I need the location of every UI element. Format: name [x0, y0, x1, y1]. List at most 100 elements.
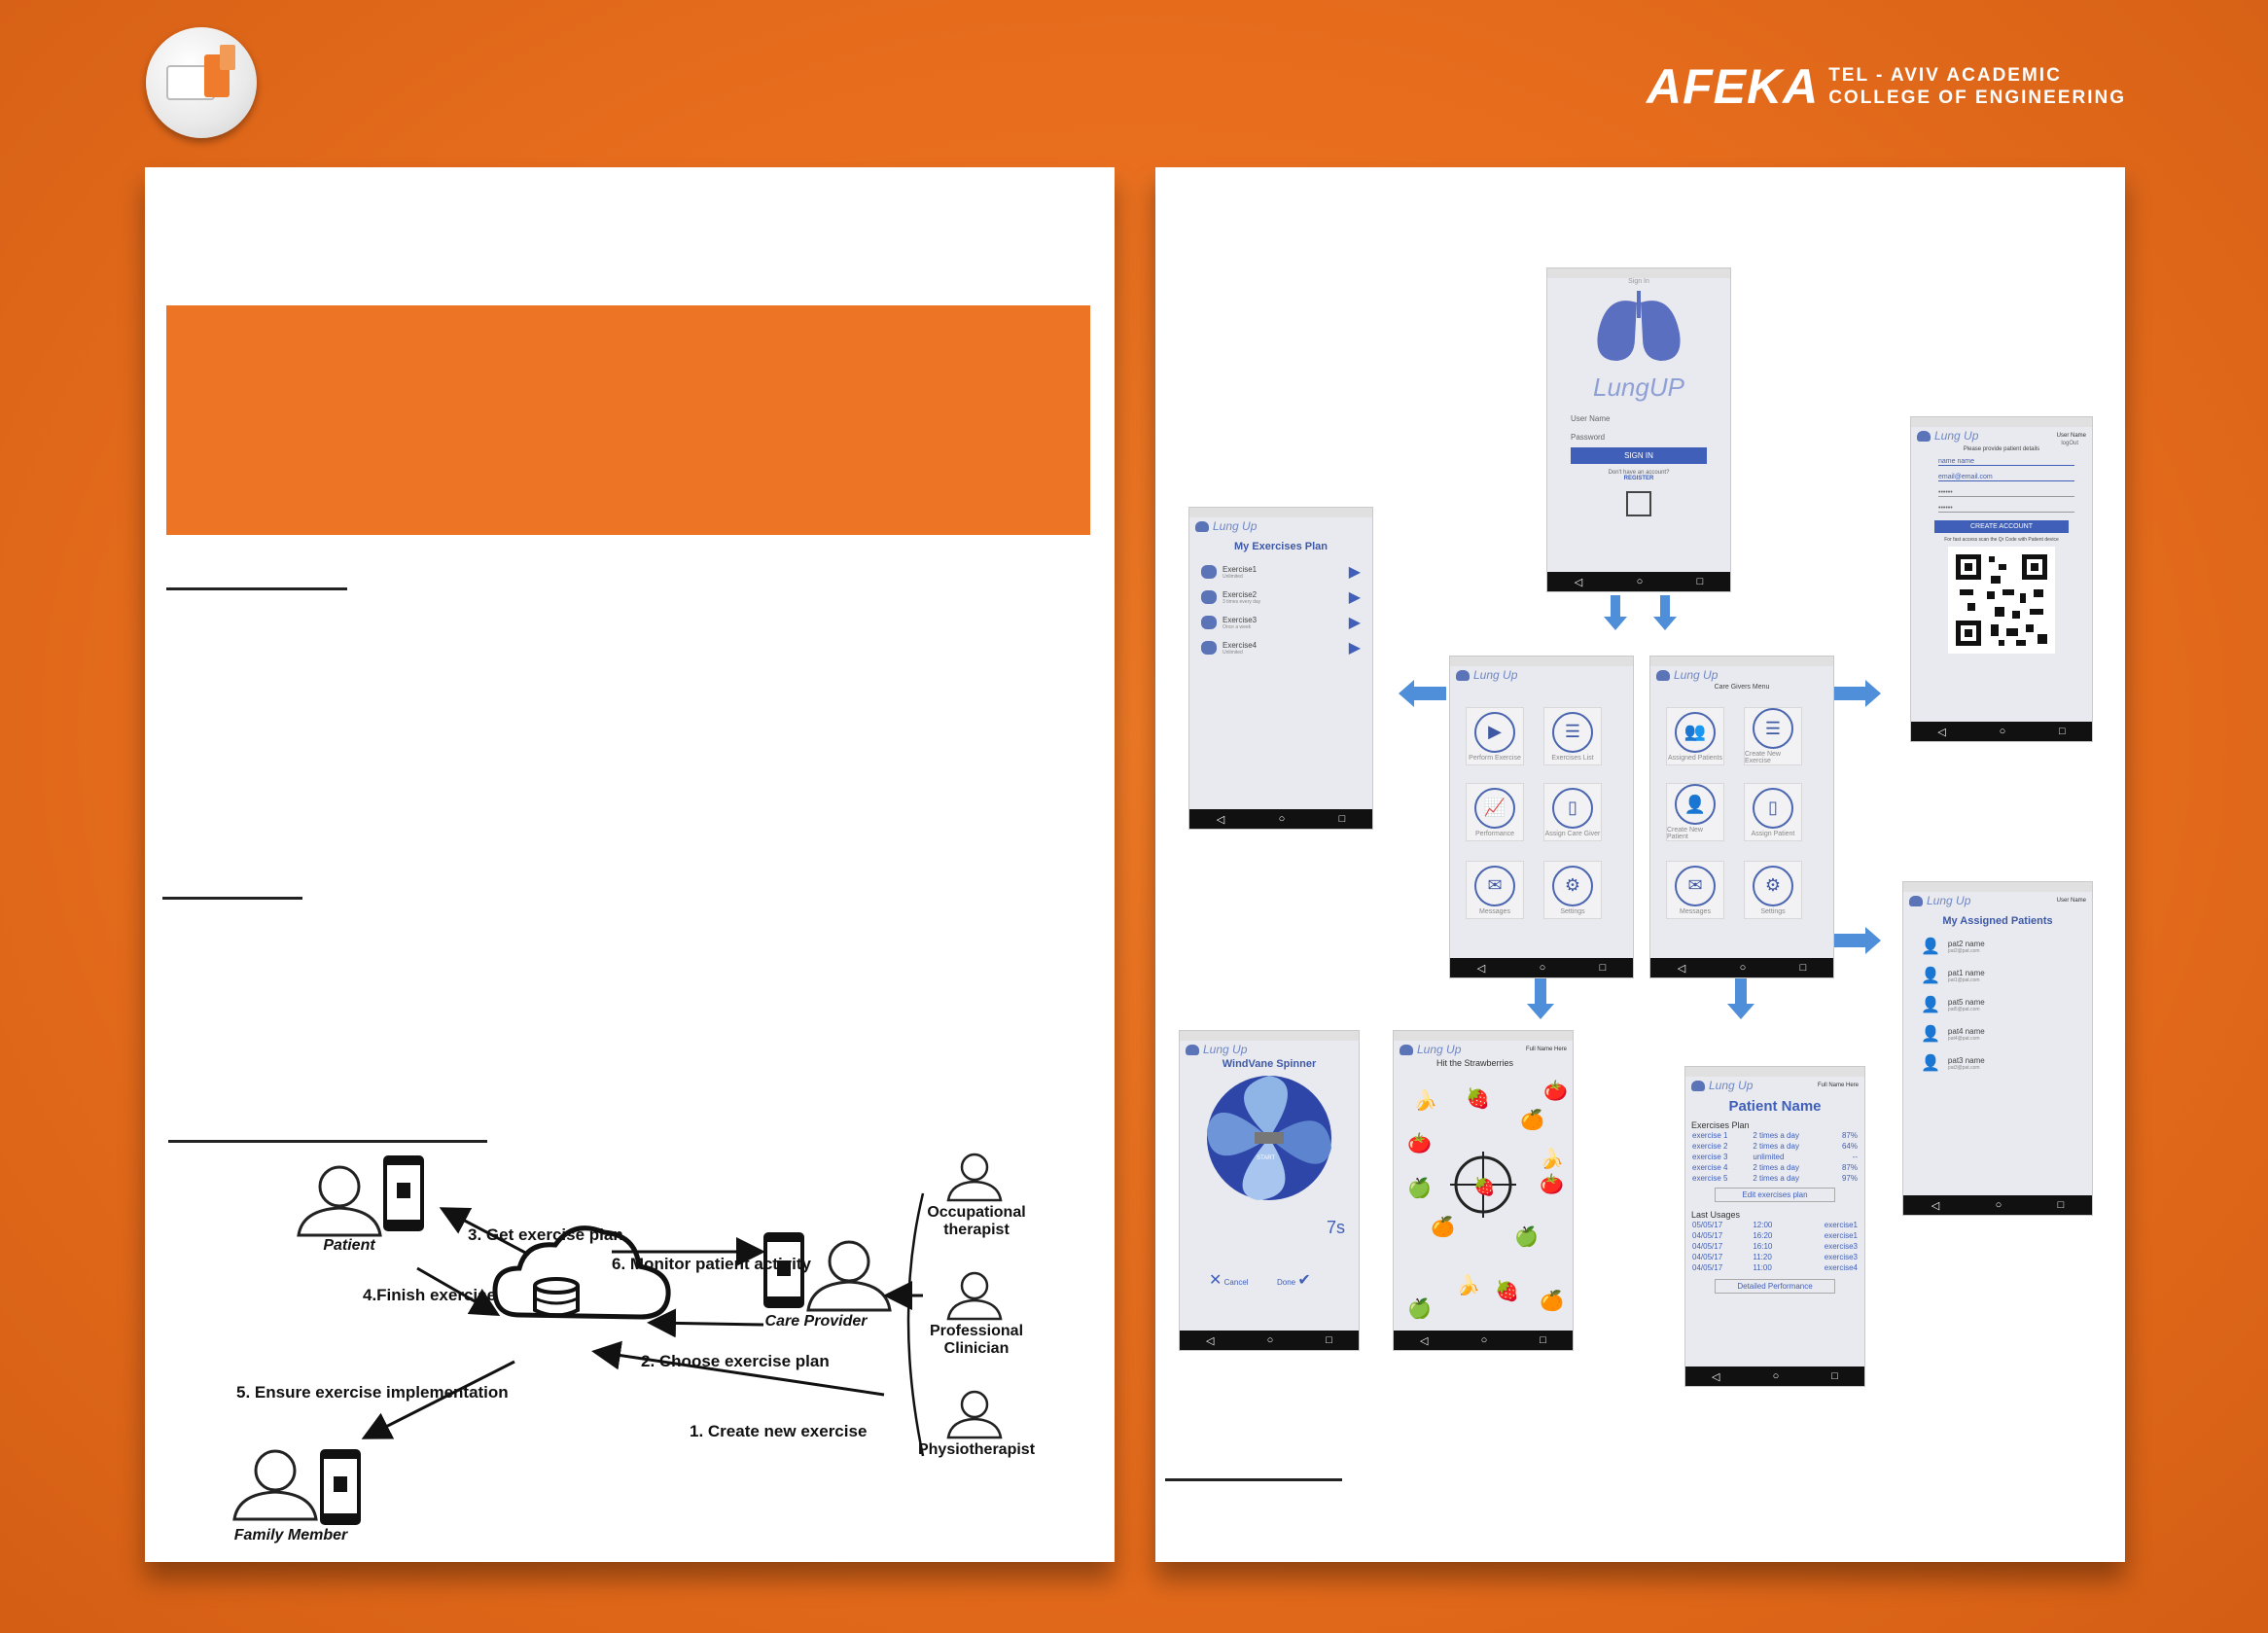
- qr-hint: For fast access scan the Qr Code with Pa…: [1944, 537, 2059, 543]
- tile-create-new-patient[interactable]: 👤Create New Patient: [1666, 783, 1724, 841]
- svg-text:🍓: 🍓: [1473, 1176, 1495, 1196]
- patient-name-title: Patient Name: [1728, 1098, 1822, 1115]
- android-nav-bar[interactable]: ◁○□: [1903, 1195, 2092, 1215]
- android-nav-bar[interactable]: ◁○□: [1394, 1331, 1573, 1350]
- section-heading-underline-4: [1165, 1478, 1342, 1481]
- detailed-performance-button[interactable]: Detailed Performance: [1715, 1279, 1835, 1294]
- person-icon: 👤: [1921, 939, 1940, 955]
- person-icon: 👤: [1921, 997, 1940, 1013]
- orange-icon: 🍊: [1520, 1108, 1545, 1131]
- person-icon: 👤: [1921, 1055, 1940, 1072]
- tile-messages[interactable]: ✉Messages: [1666, 861, 1724, 919]
- flow-arrow-head-4: [1727, 1004, 1754, 1019]
- flow-arrow-left-head: [1399, 680, 1414, 707]
- patient-email-field[interactable]: email@email.com: [1938, 474, 2074, 481]
- patient-person-icon: [297, 1155, 424, 1237]
- android-nav-bar[interactable]: ◁○□: [1180, 1331, 1359, 1350]
- professional-clinician-label: Professional Clinician: [913, 1323, 1040, 1358]
- close-icon: ✕: [1209, 1272, 1223, 1289]
- apple-icon: 🍏: [1407, 1296, 1432, 1320]
- home-icon: ○: [1636, 576, 1644, 587]
- exercise-freq: 3 times every day: [1223, 598, 1261, 605]
- back-icon: ◁: [1574, 576, 1583, 588]
- exercise-freq: Unlimited: [1223, 573, 1243, 580]
- flow-arrow-down-4: [1735, 978, 1747, 1006]
- gear-icon: ⚙: [1753, 865, 1793, 906]
- signin-username-field[interactable]: User Name: [1571, 414, 1611, 423]
- done-button[interactable]: Done ✔: [1277, 1272, 1311, 1289]
- android-nav-bar[interactable]: ◁○□: [1189, 809, 1372, 829]
- user-name-label: User Name: [2056, 433, 2086, 439]
- brand-label: Lung Up: [1203, 1043, 1248, 1056]
- tile-settings[interactable]: ⚙Settings: [1543, 861, 1602, 919]
- phone-icon: ▯: [1753, 787, 1793, 829]
- tile-perform-exercise[interactable]: ▶Perform Exercise: [1466, 707, 1524, 765]
- qr-scan-icon[interactable]: [1626, 491, 1651, 516]
- play-icon: ▶: [1348, 640, 1361, 657]
- user-name-label: User Name: [2056, 898, 2086, 904]
- app-logo-icon: [146, 27, 257, 138]
- patient-menu-screen: Lung Up ▶Perform Exercise ☰Exercises Lis…: [1449, 656, 1634, 978]
- physiotherapist-icon: [946, 1390, 1003, 1439]
- edit-plan-button[interactable]: Edit exercises plan: [1715, 1188, 1835, 1202]
- tomato-icon: 🍅: [1540, 1172, 1564, 1195]
- game-board: 🍌 🍓 🍊 🍅 🍅 🍌 🍏 🍅 🍊 🍏 🍌 🍓 🍊 🍏 🍓: [1407, 1079, 1568, 1320]
- logout-link[interactable]: logOut: [2061, 441, 2078, 446]
- create-account-button[interactable]: CREATE ACCOUNT: [1934, 520, 2069, 533]
- left-panel: Patient Care Provider Family Member Occu…: [145, 167, 1115, 1562]
- tile-performance[interactable]: 📈Performance: [1466, 783, 1524, 841]
- banana-icon: 🍌: [1456, 1273, 1480, 1296]
- tile-assign-care-giver[interactable]: ▯Assign Care Giver: [1543, 783, 1602, 841]
- android-nav-bar[interactable]: ◁○□: [1450, 958, 1633, 977]
- play-icon: ▶: [1348, 615, 1361, 631]
- tile-exercises-list[interactable]: ☰Exercises List: [1543, 707, 1602, 765]
- professional-clinician-line1: Professional: [929, 1323, 1024, 1339]
- step6-label: 6. Monitor patient activity: [612, 1255, 811, 1273]
- signin-register-link[interactable]: REGISTER: [1623, 476, 1654, 481]
- family-member-label: Family Member: [233, 1527, 348, 1544]
- flow-arrow-right-head-2: [1865, 927, 1881, 954]
- android-nav-bar[interactable]: ◁○□: [1650, 958, 1833, 977]
- exercise-name: Exercise4: [1223, 640, 1258, 650]
- cancel-button[interactable]: ✕ Cancel: [1209, 1272, 1249, 1289]
- patient-name-field[interactable]: name name: [1938, 458, 2074, 466]
- brand-label: Lung Up: [1709, 1079, 1754, 1092]
- android-nav-bar[interactable]: ◁○□: [1911, 722, 2092, 741]
- android-nav-bar[interactable]: ◁○□: [1685, 1367, 1864, 1386]
- spinner-start-button[interactable]: START: [1257, 1155, 1276, 1161]
- create-account-prompt: Please provide patient details: [1963, 446, 2040, 452]
- patient-password-confirm-field[interactable]: ••••••: [1938, 505, 2074, 513]
- android-nav-bar[interactable]: ◁○□: [1547, 572, 1730, 591]
- play-icon: ▶: [1348, 589, 1361, 606]
- section-heading-underline-3: [168, 1140, 487, 1143]
- tile-assign-patient[interactable]: ▯Assign Patient: [1744, 783, 1802, 841]
- patient-password-field[interactable]: ••••••: [1938, 489, 2074, 497]
- lungs-logo-icon: [1195, 520, 1209, 532]
- signin-button[interactable]: SIGN IN: [1571, 447, 1707, 464]
- brand-label: Lung Up: [1213, 519, 1258, 533]
- lungs-logo-icon: [1909, 895, 1923, 906]
- tile-assigned-patients[interactable]: 👥Assigned Patients: [1666, 707, 1724, 765]
- tile-messages[interactable]: ✉Messages: [1466, 861, 1524, 919]
- occupational-therapist-label: Occupational therapist: [913, 1204, 1040, 1239]
- lungs-logo-icon: [1456, 669, 1470, 681]
- signin-password-field[interactable]: Password: [1571, 433, 1606, 442]
- tile-settings[interactable]: ⚙Settings: [1744, 861, 1802, 919]
- brand-label: Lung Up: [1674, 668, 1719, 682]
- tile-create-new-exercise[interactable]: ☰Create New Exercise: [1744, 707, 1802, 765]
